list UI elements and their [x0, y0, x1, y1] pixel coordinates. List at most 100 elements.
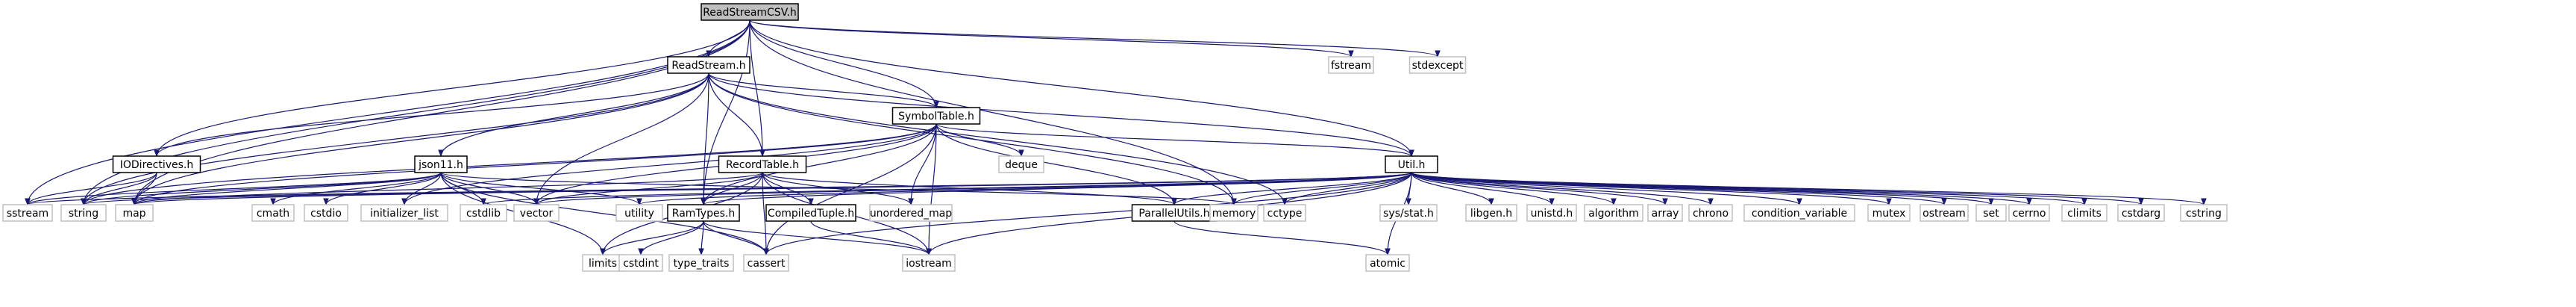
edge-Util_h-to-unistd_h	[1411, 172, 1555, 205]
node-RecordTable_h[interactable]: RecordTable.h	[718, 155, 807, 173]
node-label: utility	[624, 208, 654, 220]
node-label: climits	[2067, 208, 2102, 220]
node-label: ParallelUtils.h	[1138, 208, 1209, 220]
edge-json11_h-to-cstdio	[323, 172, 442, 205]
node-box	[1975, 204, 2007, 222]
node-IODirectives_h[interactable]: IODirectives.h	[112, 155, 201, 173]
node-SymbolTable_h[interactable]: SymbolTable.h	[891, 107, 981, 125]
edge-Util_h-to-cctype	[1282, 172, 1412, 205]
node-box	[1867, 204, 1911, 222]
edge-ReadStreamCSV_h-to-memory	[749, 19, 1237, 205]
node-ReadStream_h[interactable]: ReadStream.h	[667, 56, 750, 74]
edge-RamTypes_h-to-cstdint	[638, 220, 704, 255]
edge-ReadStream_h-to-SymbolTable_h	[708, 72, 939, 108]
node-box	[1263, 204, 1306, 222]
node-label: cstdarg	[2122, 208, 2160, 220]
node-Util_h[interactable]: Util.h	[1385, 155, 1438, 173]
node-box	[1743, 204, 1855, 222]
edge-Util_h-to-cstdarg	[1411, 172, 2144, 205]
node-CompiledTuple_h[interactable]: CompiledTuple.h	[765, 204, 856, 222]
node-cmath: cmath	[251, 204, 295, 222]
node-box	[765, 204, 856, 222]
node-RamTypes_h[interactable]: RamTypes.h	[667, 204, 740, 222]
node-chrono: chrono	[1688, 204, 1733, 222]
node-iostream: iostream	[902, 254, 956, 272]
node-label: atomic	[1370, 258, 1405, 270]
edge-RamTypes_h-to-iostream	[703, 220, 932, 255]
node-label: RamTypes.h	[672, 208, 735, 220]
node-label: sstream	[7, 208, 48, 220]
node-box	[414, 155, 468, 173]
node-label: ReadStreamCSV.h	[703, 7, 797, 19]
node-box	[2180, 204, 2228, 222]
node-cctype: cctype	[1263, 204, 1306, 222]
node-label: CompiledTuple.h	[768, 208, 854, 220]
node-label: unordered_map	[870, 208, 952, 220]
node-label: cstring	[2186, 208, 2222, 220]
node-box	[1920, 204, 1969, 222]
node-ParallelUtils_h[interactable]: ParallelUtils.h	[1131, 204, 1218, 222]
edge-ReadStreamCSV_h-to-sstream	[25, 19, 750, 205]
node-map: map	[115, 204, 154, 222]
node-box	[891, 107, 981, 125]
node-cstring: cstring	[2180, 204, 2228, 222]
edge-Util_h-to-memory	[1231, 172, 1412, 205]
node-box	[1328, 56, 1374, 74]
edge-json11_h-to-sstream	[25, 172, 442, 205]
node-box	[2061, 204, 2108, 222]
node-box	[701, 3, 799, 21]
node-box	[869, 204, 953, 222]
node-label: chrono	[1693, 208, 1729, 220]
edge-RecordTable_h-to-cassert	[762, 172, 769, 255]
node-label: cerrno	[2013, 208, 2046, 220]
node-condition_variable: condition_variable	[1743, 204, 1855, 222]
edge-Util_h-to-libgen_h	[1411, 172, 1494, 205]
edge-ReadStream_h-to-IODirectives_h	[154, 72, 709, 157]
node-box	[304, 204, 348, 222]
node-label: array	[1652, 208, 1679, 220]
node-type_traits: type_traits	[668, 254, 734, 272]
edge-SymbolTable_h-to-ParallelUtils_h	[936, 123, 1177, 205]
node-json11_h[interactable]: json11.h	[414, 155, 468, 173]
node-label: RecordTable.h	[726, 159, 799, 171]
node-label: memory	[1212, 208, 1256, 220]
node-limits: limits	[582, 254, 624, 272]
node-cstdio: cstdio	[304, 204, 348, 222]
node-label: mutex	[1873, 208, 1906, 220]
edge-SymbolTable_h-to-string	[81, 123, 937, 205]
node-climits: climits	[2061, 204, 2108, 222]
node-label: limits	[589, 258, 617, 270]
edge-ReadStreamCSV_h-to-RecordTable_h	[749, 19, 765, 157]
node-box	[112, 155, 201, 173]
node-box	[360, 204, 448, 222]
edge-ReadStream_h-to-cctype	[708, 72, 1288, 205]
node-ReadStreamCSV_h[interactable]: ReadStreamCSV.h	[701, 3, 799, 21]
node-box	[460, 204, 507, 222]
edge-ReadStream_h-to-json11_h	[438, 72, 709, 157]
node-box	[1465, 204, 1517, 222]
edge-json11_h-to-utility	[440, 172, 642, 205]
node-box	[618, 254, 663, 272]
edge-Util_h-to-chrono	[1411, 172, 1714, 205]
node-label: fstream	[1331, 60, 1371, 72]
node-label: stdexcept	[1412, 60, 1464, 72]
node-deque: deque	[998, 155, 1044, 173]
node-label: ostream	[1922, 208, 1966, 220]
edge-Util_h-to-cerrno	[1411, 172, 2032, 205]
edge-RecordTable_h-to-vector	[533, 172, 763, 205]
node-ostream: ostream	[1920, 204, 1969, 222]
node-initializer_list: initializer_list	[360, 204, 448, 222]
edge-Util_h-to-ostream	[1411, 172, 1947, 205]
edge-ReadStreamCSV_h-to-fstream	[749, 19, 1354, 58]
node-label: cstdint	[623, 258, 659, 270]
node-label: libgen.h	[1470, 208, 1512, 220]
edge-json11_h-to-cmath	[270, 172, 442, 205]
node-vector: vector	[513, 204, 560, 222]
node-box	[1688, 204, 1733, 222]
node-box	[115, 204, 154, 222]
edge-ReadStream_h-to-map	[131, 72, 709, 205]
edge-Util_h-to-cassert	[763, 172, 1412, 255]
edge-RamTypes_h-to-limits	[600, 220, 704, 255]
edge-ParallelUtils_h-to-atomic	[1173, 220, 1391, 255]
